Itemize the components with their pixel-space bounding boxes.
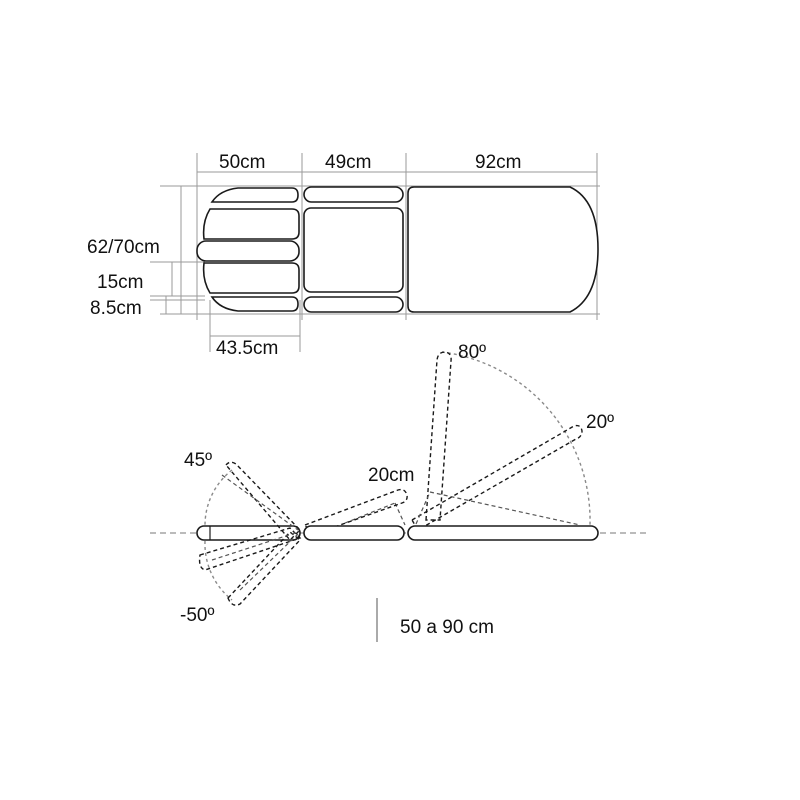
label-width-head: 50cm	[219, 152, 265, 173]
seat-lift-pad	[303, 488, 408, 536]
label-seat-lift: 20cm	[368, 465, 414, 486]
head-section-top	[196, 187, 300, 312]
head-pad-lower-mid	[202, 262, 300, 294]
head-pad-upper-mid	[202, 208, 300, 240]
side-view: 80º 20º 45º 20cm -50º 50 a 90 cm	[150, 342, 650, 642]
back-pad-80deg	[425, 351, 452, 521]
head-pad-center	[196, 240, 300, 262]
middle-section-top	[303, 186, 404, 313]
top-view: 50cm 49cm 92cm 62/70cm 15cm 8.5cm 43.5cm	[87, 152, 600, 359]
head-pad-lower	[210, 296, 299, 312]
head-pad-minus50deg	[227, 531, 302, 606]
top-dimension-lines	[150, 153, 600, 352]
back-pad-20deg	[411, 424, 583, 531]
head-up-arc	[204, 469, 233, 526]
head-pad-mid-down	[198, 527, 302, 571]
head-pad-upper	[210, 187, 299, 203]
head-pad-45deg	[225, 461, 301, 542]
back-positions	[303, 351, 583, 536]
label-back-angle-min: 20º	[586, 412, 614, 433]
label-back-angle-max: 80º	[458, 342, 486, 363]
back-pad-top	[407, 186, 599, 313]
head-down-arc	[204, 540, 233, 601]
label-height-range: 50 a 90 cm	[400, 617, 494, 638]
back-pad-flat	[407, 525, 599, 541]
middle-pad-top	[303, 186, 404, 203]
middle-pad-bottom	[303, 296, 404, 313]
label-head-down: -50º	[180, 605, 214, 626]
label-width-back: 92cm	[475, 152, 521, 173]
label-armrest-width: 8.5cm	[90, 298, 142, 319]
label-head-up: 45º	[184, 450, 212, 471]
label-head-inner: 43.5cm	[216, 338, 278, 359]
label-height-total: 62/70cm	[87, 237, 160, 258]
label-width-middle: 49cm	[325, 152, 371, 173]
back-rotation-arc	[441, 351, 591, 526]
label-armrest-gap: 15cm	[97, 272, 143, 293]
seat-pad-flat	[303, 525, 405, 541]
middle-pad-main	[303, 207, 404, 293]
head-positions	[198, 461, 302, 606]
